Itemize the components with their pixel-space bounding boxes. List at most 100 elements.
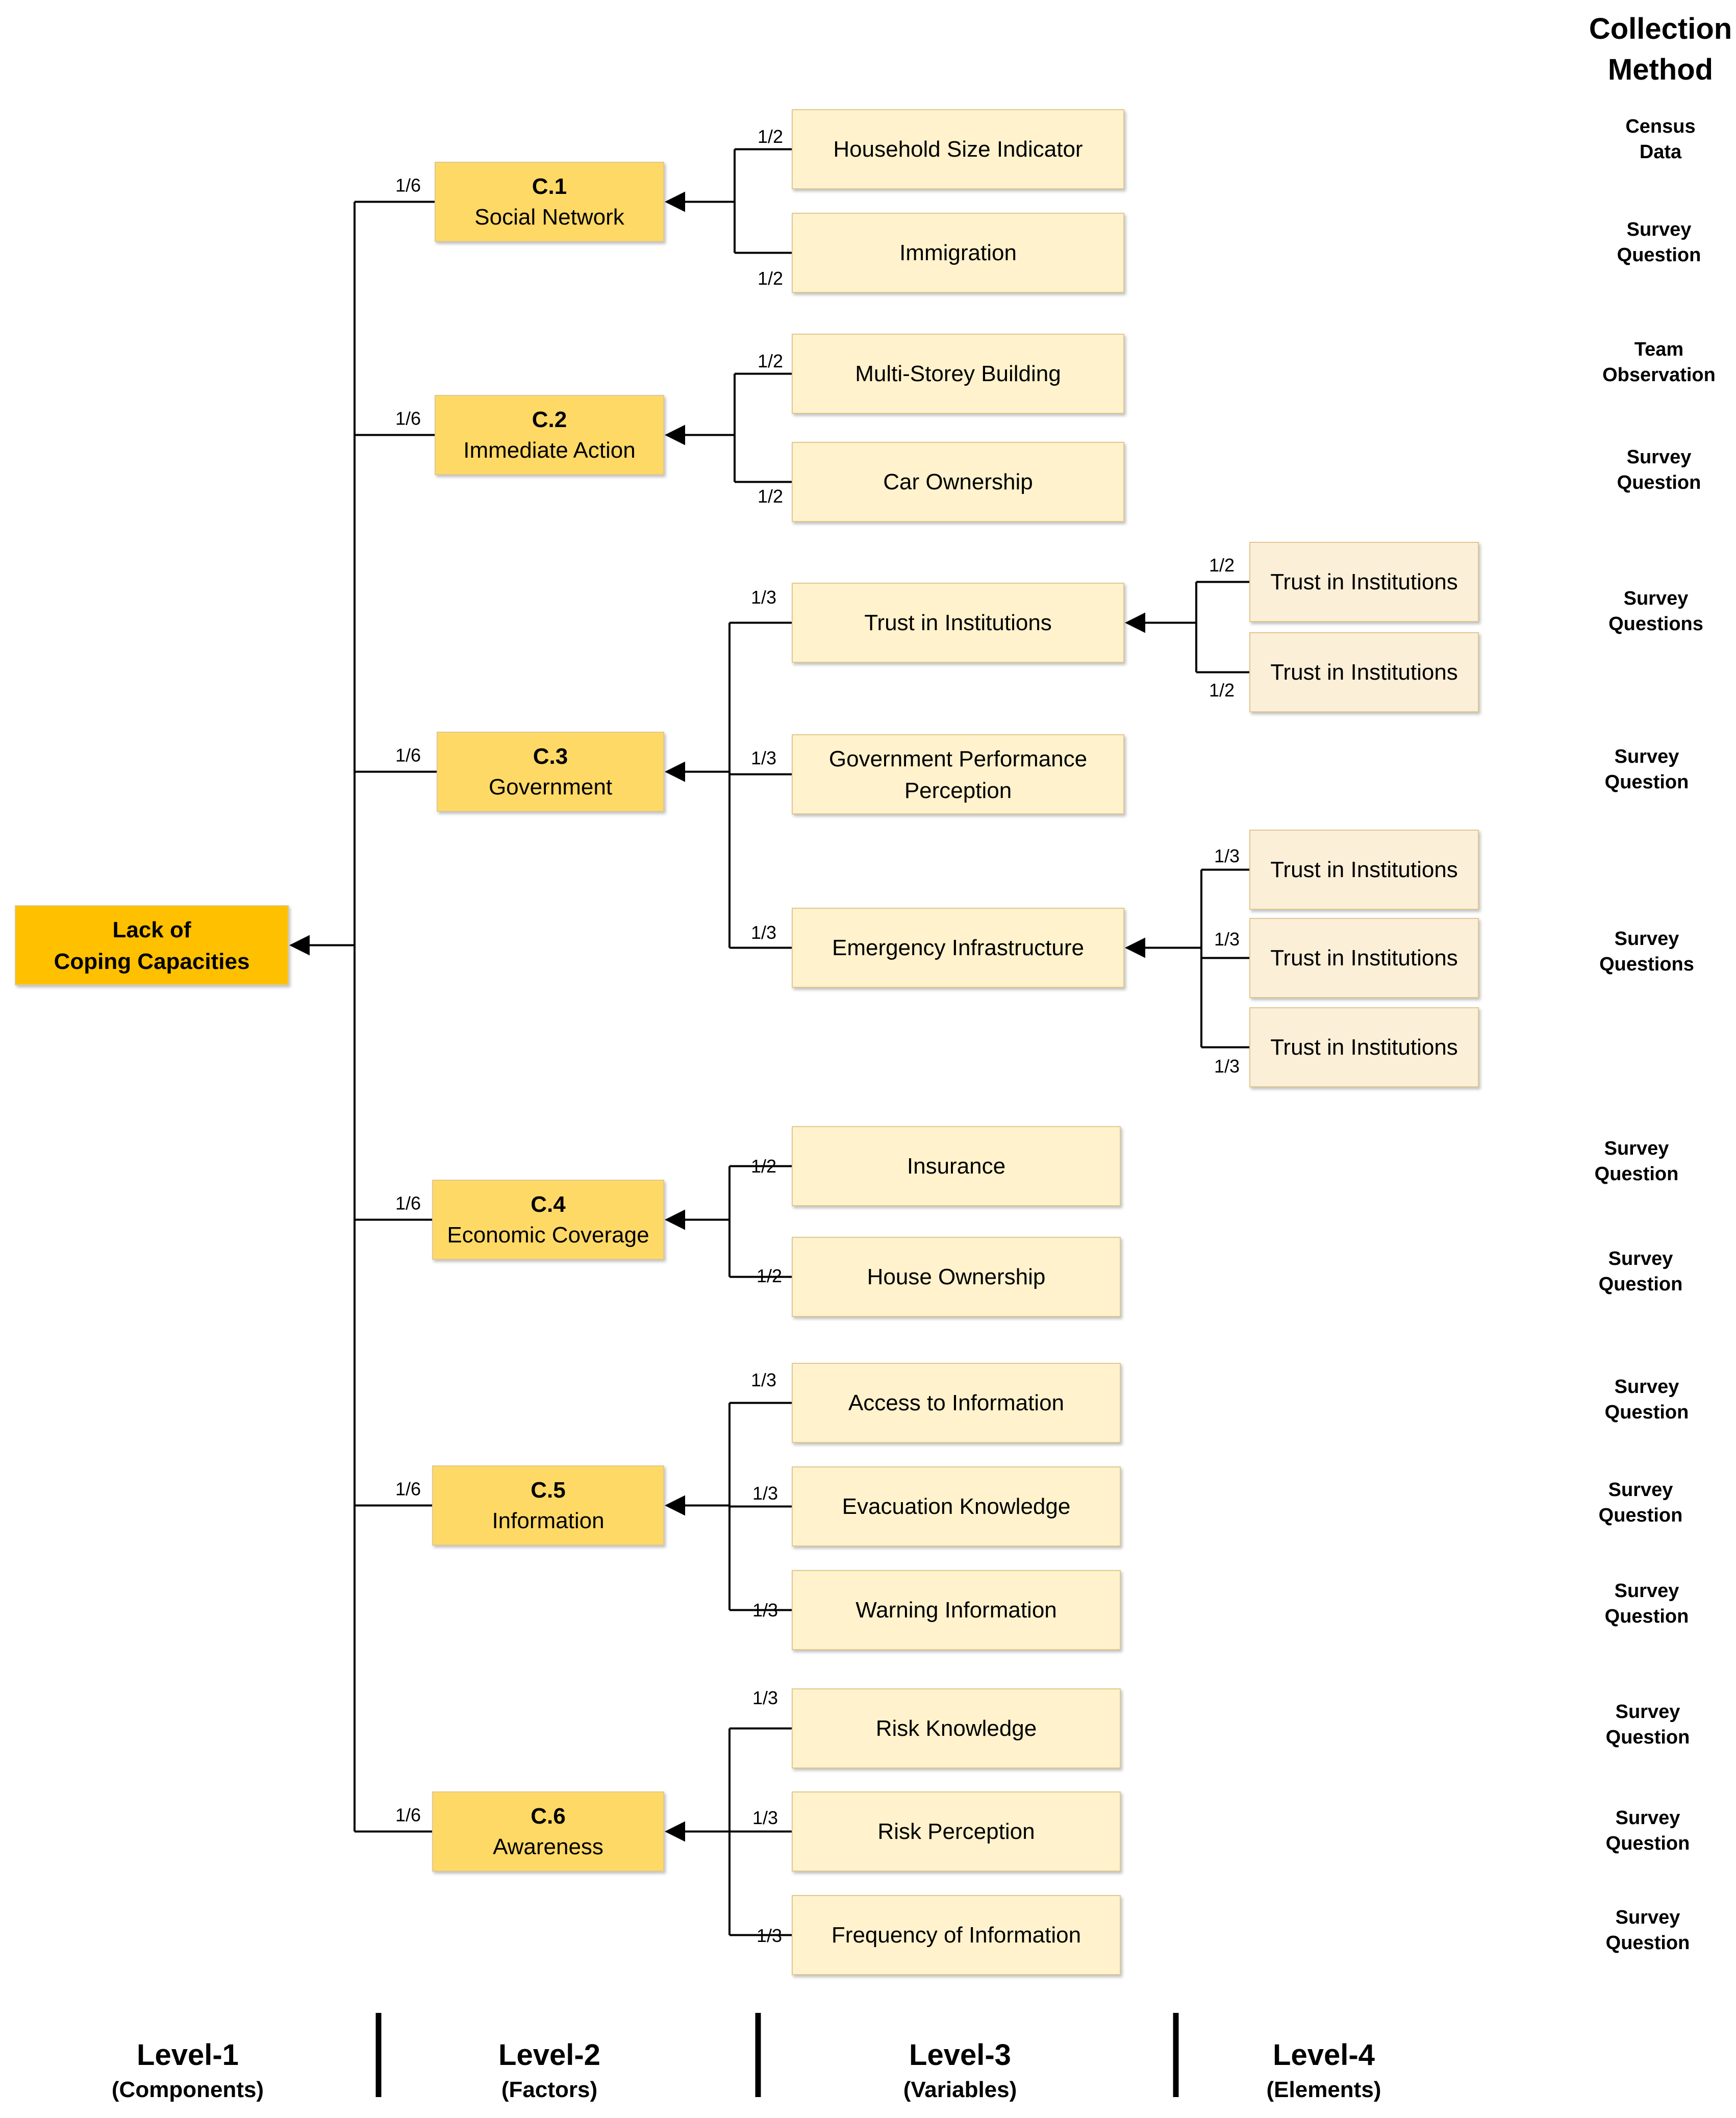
factor-code: C.3 xyxy=(533,744,568,769)
factor-code: C.1 xyxy=(532,174,567,199)
collection-method-line2: Data xyxy=(1640,141,1682,163)
collection-method-line1: Survey xyxy=(1615,1376,1679,1398)
collection-method-line1: Survey xyxy=(1627,446,1692,468)
collection-method-line1: Team xyxy=(1634,339,1683,360)
level-2-subtitle: (Factors) xyxy=(501,2077,597,2102)
variable-box xyxy=(792,109,1124,189)
variable-box xyxy=(792,1237,1121,1317)
variable-weight: 1/3 xyxy=(752,1600,778,1621)
factor-code: C.6 xyxy=(531,1804,565,1829)
variable-weight: 1/3 xyxy=(752,1483,778,1504)
connector-lines xyxy=(289,148,1250,1936)
collection-method-line2: Question xyxy=(1617,472,1701,493)
variable-label-line2: Perception xyxy=(904,778,1012,803)
variable-weight: 1/3 xyxy=(757,1925,782,1946)
variable-label: Risk Knowledge xyxy=(876,1716,1037,1741)
variable-weight: 1/2 xyxy=(757,1265,782,1286)
variable-label-line1: Government Performance xyxy=(829,746,1087,771)
weight-labels: 1/61/61/61/61/61/61/21/21/21/21/31/31/31… xyxy=(395,126,1240,1946)
variable-box xyxy=(792,1126,1121,1206)
variable-label: Emergency Infrastructure xyxy=(832,935,1084,960)
collection-method-header-line1: Collection xyxy=(1589,12,1732,45)
variable-box xyxy=(792,1466,1121,1547)
element-box xyxy=(1249,632,1479,712)
collection-method-line1: Survey xyxy=(1627,219,1692,240)
factor-box-c6 xyxy=(432,1791,664,1872)
collection-method-line2: Question xyxy=(1599,1505,1683,1526)
factor-name: Information xyxy=(492,1508,604,1533)
variable-box xyxy=(792,583,1124,663)
collection-method-line1: Census xyxy=(1625,116,1695,137)
factor-code: C.4 xyxy=(531,1192,566,1217)
variable-label: Warning Information xyxy=(856,1598,1057,1623)
root-node-box xyxy=(15,905,289,985)
variable-label: Multi-Storey Building xyxy=(855,361,1061,386)
factor-name: Immediate Action xyxy=(463,438,636,463)
factor-box-c2 xyxy=(435,395,664,475)
element-label: Trust in Institutions xyxy=(1270,1035,1458,1060)
collection-method-line2: Question xyxy=(1599,1274,1683,1295)
variable-label: House Ownership xyxy=(867,1264,1046,1289)
collection-method-header-line2: Method xyxy=(1608,53,1713,86)
factor-weight: 1/6 xyxy=(395,408,421,429)
collection-method-line2: Questions xyxy=(1608,613,1703,635)
variable-weight: 1/3 xyxy=(752,1807,778,1828)
factor-code: C.2 xyxy=(532,407,567,432)
variable-box xyxy=(792,734,1124,814)
factor-name: Government xyxy=(489,775,612,800)
element-label: Trust in Institutions xyxy=(1270,660,1458,685)
level-2-title: Level-2 xyxy=(498,2038,600,2072)
collection-method-line1: Survey xyxy=(1604,1138,1669,1159)
element-box xyxy=(1249,542,1479,622)
collection-method-line2: Question xyxy=(1605,1606,1689,1627)
variable-weight: 1/3 xyxy=(752,1687,778,1708)
element-weight: 1/3 xyxy=(1214,1056,1240,1077)
variable-label: Risk Perception xyxy=(877,1819,1035,1844)
level-4-title: Level-4 xyxy=(1273,2038,1375,2072)
variable-box xyxy=(792,213,1124,293)
element-weight: 1/2 xyxy=(1209,555,1235,576)
factor-name: Awareness xyxy=(493,1834,603,1859)
variable-weight: 1/3 xyxy=(751,587,776,608)
root-node-line1: Lack of xyxy=(112,917,191,942)
collection-method-line1: Survey xyxy=(1615,746,1679,767)
level-footer: Level-1 (Components) Level-2 (Factors) L… xyxy=(112,2013,1381,2102)
variable-weight: 1/3 xyxy=(751,922,776,943)
level-1-title: Level-1 xyxy=(137,2038,239,2072)
variable-label: Car Ownership xyxy=(883,469,1033,494)
variable-box xyxy=(792,334,1124,414)
variable-weight: 1/2 xyxy=(751,1156,776,1177)
level-4-subtitle: (Elements) xyxy=(1267,2077,1381,2102)
collection-method-line1: Survey xyxy=(1608,1479,1673,1501)
collection-method-line1: Survey xyxy=(1624,588,1689,609)
level-3-title: Level-3 xyxy=(909,2038,1011,2072)
level-3-subtitle: (Variables) xyxy=(903,2077,1017,2102)
factor-code: C.5 xyxy=(531,1478,565,1503)
collection-method-line1: Survey xyxy=(1616,1807,1680,1829)
element-label: Trust in Institutions xyxy=(1270,569,1458,594)
variable-weight: 1/3 xyxy=(751,747,776,768)
collection-method-line2: Question xyxy=(1605,1402,1689,1423)
variable-label: Insurance xyxy=(907,1154,1005,1179)
variable-weight: 1/2 xyxy=(758,486,783,507)
variable-label: Trust in Institutions xyxy=(864,610,1052,635)
element-weight: 1/3 xyxy=(1214,929,1240,950)
collection-method-line2: Question xyxy=(1606,1932,1690,1954)
collection-method-line2: Question xyxy=(1606,1833,1690,1854)
factor-weight: 1/6 xyxy=(395,175,421,196)
variable-weight: 1/2 xyxy=(758,268,783,289)
variable-box xyxy=(792,1791,1121,1872)
collection-method-line2: Observation xyxy=(1602,364,1716,386)
element-weight: 1/3 xyxy=(1214,845,1240,866)
variable-box xyxy=(792,1363,1121,1443)
variable-label: Evacuation Knowledge xyxy=(842,1494,1071,1519)
factor-box-c3 xyxy=(437,732,664,812)
collection-method-line2: Question xyxy=(1595,1163,1679,1185)
element-label: Trust in Institutions xyxy=(1270,857,1458,882)
factor-weight: 1/6 xyxy=(395,745,421,766)
variable-weight: 1/2 xyxy=(758,351,783,371)
variable-box xyxy=(792,1895,1121,1975)
factor-name: Economic Coverage xyxy=(447,1223,649,1248)
collection-method-line1: Survey xyxy=(1616,1907,1680,1928)
